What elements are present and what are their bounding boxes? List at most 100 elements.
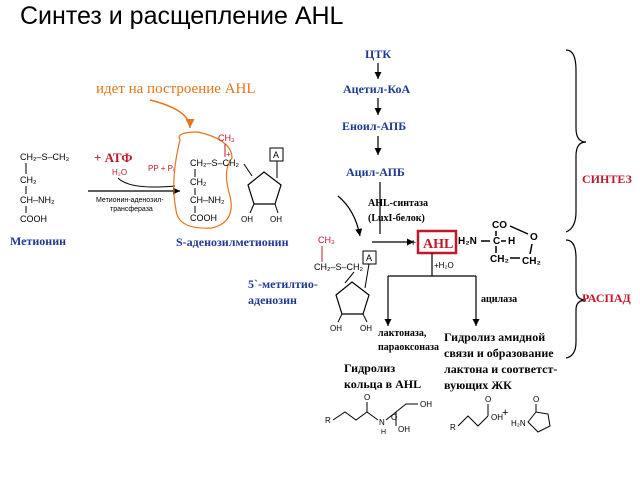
prod-h1: H: [381, 429, 386, 436]
prod-oh2: OH: [398, 425, 410, 434]
lactonase-line-1: лактоназа,: [378, 328, 427, 339]
chain-bonds: [457, 415, 489, 427]
sam-highlight-circle: [173, 131, 233, 229]
decay-bracket: [565, 239, 587, 359]
met-line-1: CH₂–S–CH₃: [20, 152, 70, 162]
hsl-c: C: [493, 236, 500, 247]
sam-plus: +: [226, 150, 231, 159]
prod-plus: +: [502, 407, 508, 419]
hydro-ring-line-2: кольца в AHL: [344, 377, 421, 391]
tca-label: ЦТК: [365, 47, 391, 61]
chain-bonds: [332, 411, 379, 421]
ribose-ring: [335, 281, 370, 315]
slide-title: Синтез и расщепление AHL: [20, 2, 344, 30]
prod-r1: R: [325, 416, 331, 425]
mta-s: CH₂–S–CH₂: [314, 262, 364, 272]
h2o-label: H₂O: [112, 168, 127, 177]
lactonase-line-2: параоксоназа: [378, 342, 439, 353]
hsl-ch2-a: CH₂: [490, 254, 509, 265]
mta-label-line-2: аденозин: [248, 293, 297, 307]
prod-r2: R: [450, 423, 456, 432]
hydro-amide-line-3: лактона и соответст-: [444, 362, 557, 376]
prod-n1: N: [379, 418, 385, 427]
adenine-label: A: [273, 150, 279, 160]
sam-ribose: A OH OH: [241, 147, 284, 224]
hsl-structure: CO O H₂N C H CH₂ CH₂: [458, 220, 541, 267]
adenine-box: [362, 250, 377, 265]
prod-o1: O: [364, 393, 370, 402]
bond: [337, 313, 343, 323]
bond: [362, 313, 368, 323]
bond: [529, 243, 533, 255]
synthase-line-2: (LuxI-белок): [368, 213, 425, 224]
prod-o2: O: [391, 413, 397, 422]
ribose-oh-1: OH: [330, 324, 342, 333]
ribose-ring: [247, 171, 282, 205]
synthesis-label: СИНТЕЗ: [582, 172, 632, 186]
acylase-label: ацилаза: [481, 294, 517, 305]
sam-line-2: CH₂–S–CH₂: [190, 158, 240, 168]
ribose-oh-2: OH: [270, 215, 282, 224]
acetyl-coa-label: Ацетил-КоА: [343, 82, 411, 96]
annotation-arrow: [149, 99, 195, 129]
met-line-2: CH₂: [20, 175, 37, 185]
prod-o3: O: [485, 395, 491, 404]
ahl-box: [416, 229, 458, 255]
decay-label: РАСПАД: [582, 291, 632, 305]
product-ring-opened: R O N H OH O OH: [325, 393, 432, 436]
prod-oh1: OH: [420, 400, 432, 409]
hsl-h2n: H₂N: [458, 236, 477, 247]
atp-label: + АТФ: [94, 150, 132, 165]
hsl-h: H: [508, 236, 515, 247]
sam-structure: CH₃ CH₂–S–CH₂ CH₂ CH–NH₂ COOH +: [190, 133, 253, 223]
plus-sign: +: [410, 237, 416, 249]
adenine-label: A: [366, 253, 372, 263]
hydro-amide-line-1: Гидролиз амидной: [444, 330, 545, 344]
h2o-curve: [117, 177, 176, 188]
prod-o4: O: [533, 395, 539, 404]
hydro-amide-line-4: вующих ЖК: [444, 378, 512, 392]
water-label: +H₂O: [434, 261, 454, 270]
acyl-to-hsl-curve: [337, 195, 363, 237]
enzyme-line-2: трансфераза: [110, 206, 153, 213]
hydro-ring-line-1: Гидролиз: [344, 361, 395, 375]
synthesis-bracket: [565, 49, 587, 233]
enoyl-acp-label: Еноил-АПБ: [342, 119, 406, 133]
sam-line-1: CH₃: [218, 133, 235, 143]
ribose-oh-1: OH: [241, 215, 253, 224]
prod-h2n: H₂N: [511, 419, 526, 428]
sam-line-4: CH–NH₂: [190, 195, 225, 205]
lactone-ring: [527, 411, 551, 433]
methionine-structure: CH₂–S–CH₃ CH₂ CH–NH₂ COOH: [20, 152, 70, 224]
bond: [509, 225, 529, 235]
prod-oh3: OH: [491, 413, 503, 422]
synthase-line-1: AHL-синтаза: [368, 198, 428, 209]
bond: [364, 263, 370, 289]
sam-label: S-аденозилметионин: [176, 235, 289, 249]
mta-label-line-1: 5`-метилтио-: [248, 277, 318, 291]
met-line-4: COOH: [20, 214, 47, 224]
bond: [344, 271, 355, 284]
enzyme-line-1: Метионин-аденозил-: [96, 197, 164, 204]
hsl-ch2-b: CH₂: [522, 256, 541, 267]
chain-bonds: [385, 403, 418, 421]
met-line-3: CH–NH₂: [20, 195, 55, 205]
ahl-label: AHL: [423, 237, 453, 252]
hsl-o: O: [530, 232, 538, 243]
hsl-co: CO: [492, 220, 507, 231]
product-acid-lactone: R O OH + H₂N O: [450, 395, 551, 433]
mta-structure: CH₃ CH₂–S–CH₂: [314, 235, 364, 284]
bond: [249, 203, 255, 214]
annotation-text: идет на построение AHL: [96, 81, 256, 97]
hydro-amide-line-2: связи и образование: [444, 346, 554, 360]
sam-line-3: CH₂: [190, 177, 207, 187]
ribose-oh-2: OH: [360, 324, 372, 333]
methionine-label: Метионин: [10, 234, 66, 248]
mta-ribose: A OH OH: [330, 250, 377, 333]
bond: [274, 203, 279, 214]
mta-ch3: CH₃: [318, 235, 335, 245]
acyl-acp-label: Ацил-АПБ: [346, 165, 405, 179]
bond: [243, 163, 253, 177]
ppi-label: PP + Pᵢ: [148, 164, 174, 173]
